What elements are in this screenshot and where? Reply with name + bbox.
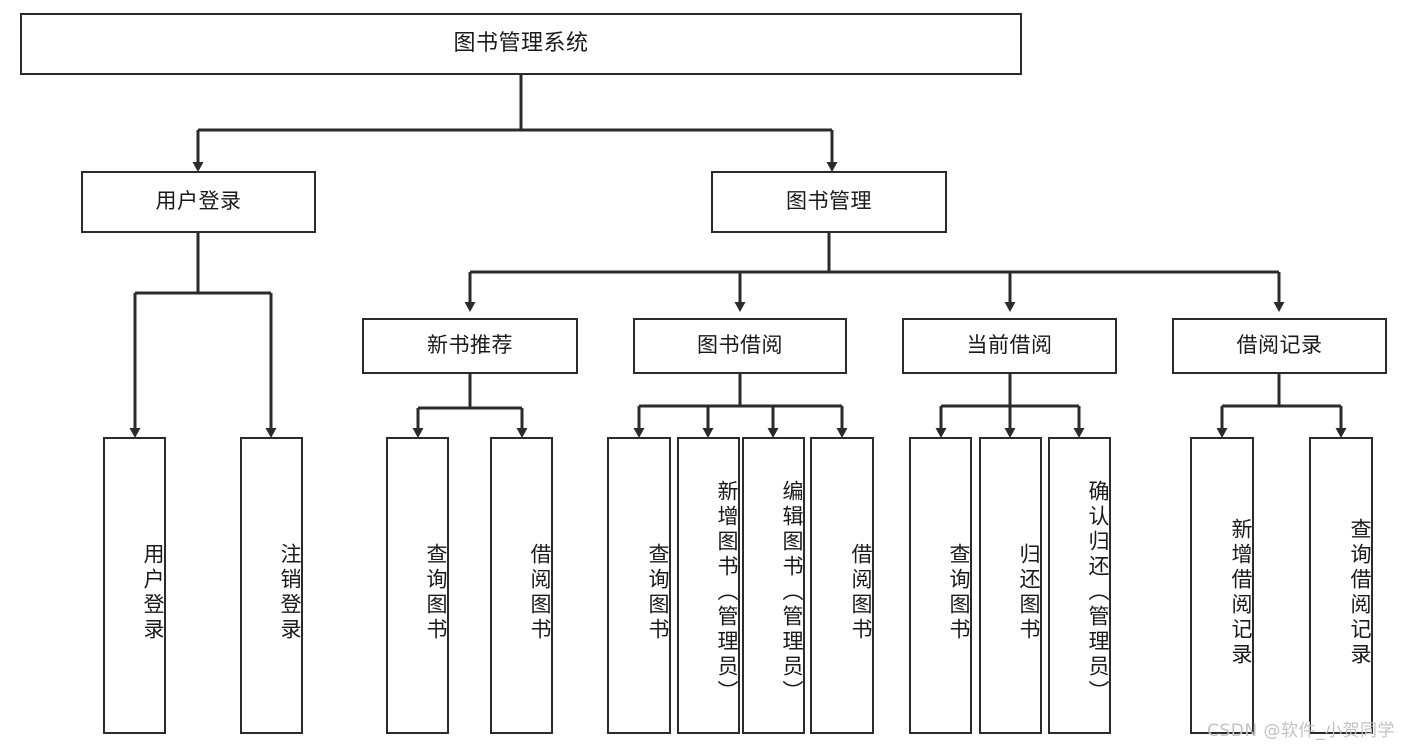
leaf-current-borrow-confirm-return-admin[interactable]: 确认归还（管理员）	[1048, 437, 1111, 734]
node-label: 图书管理	[786, 189, 872, 214]
node-label: 用户登录	[141, 542, 165, 643]
node-new-book-recommend[interactable]: 新书推荐	[362, 318, 578, 374]
node-current-borrow[interactable]: 当前借阅	[902, 318, 1117, 374]
node-label: 借阅图书	[528, 542, 552, 643]
leaf-borrow-record-add-record[interactable]: 新增借阅记录	[1190, 437, 1254, 734]
leaf-new-book-query-book[interactable]: 查询图书	[386, 437, 449, 734]
node-label: 新增图书（管理员）	[715, 480, 739, 705]
leaf-book-borrow-borrow-book[interactable]: 借阅图书	[810, 437, 874, 734]
leaf-current-borrow-return-book[interactable]: 归还图书	[979, 437, 1042, 734]
node-label: 确认归还（管理员）	[1086, 480, 1110, 705]
node-label: 查询图书	[424, 542, 448, 643]
node-label: 新书推荐	[427, 333, 513, 358]
leaf-book-borrow-query-book[interactable]: 查询图书	[607, 437, 671, 734]
node-label: 归还图书	[1017, 542, 1041, 643]
node-label: 新增借阅记录	[1229, 517, 1253, 668]
node-label: 图书借阅	[697, 333, 783, 358]
node-label: 图书管理系统	[453, 30, 589, 56]
node-borrow-record[interactable]: 借阅记录	[1172, 318, 1387, 374]
leaf-user-login-login[interactable]: 用户登录	[103, 437, 166, 734]
node-label: 借阅图书	[849, 542, 873, 643]
node-label: 当前借阅	[966, 333, 1053, 358]
node-book-management[interactable]: 图书管理	[711, 171, 947, 233]
leaf-book-borrow-add-book-admin[interactable]: 新增图书（管理员）	[677, 437, 740, 734]
node-label: 借阅记录	[1236, 333, 1323, 358]
leaf-new-book-borrow-book[interactable]: 借阅图书	[490, 437, 553, 734]
node-user-login[interactable]: 用户登录	[81, 171, 316, 233]
node-root-book-management-system[interactable]: 图书管理系统	[20, 13, 1022, 75]
node-label: 用户登录	[155, 189, 242, 214]
node-label: 注销登录	[278, 542, 302, 643]
node-label: 查询图书	[947, 542, 971, 643]
node-label: 编辑图书（管理员）	[780, 480, 804, 705]
leaf-book-borrow-edit-book-admin[interactable]: 编辑图书（管理员）	[742, 437, 805, 734]
node-book-borrow[interactable]: 图书借阅	[633, 318, 847, 374]
node-label: 查询借阅记录	[1348, 517, 1372, 668]
node-label: 查询图书	[646, 542, 670, 643]
leaf-borrow-record-query-record[interactable]: 查询借阅记录	[1309, 437, 1373, 734]
leaf-current-borrow-query-book[interactable]: 查询图书	[909, 437, 972, 734]
watermark-text: CSDN @软件_小贺同学	[1207, 721, 1395, 741]
leaf-user-login-logout[interactable]: 注销登录	[240, 437, 303, 734]
